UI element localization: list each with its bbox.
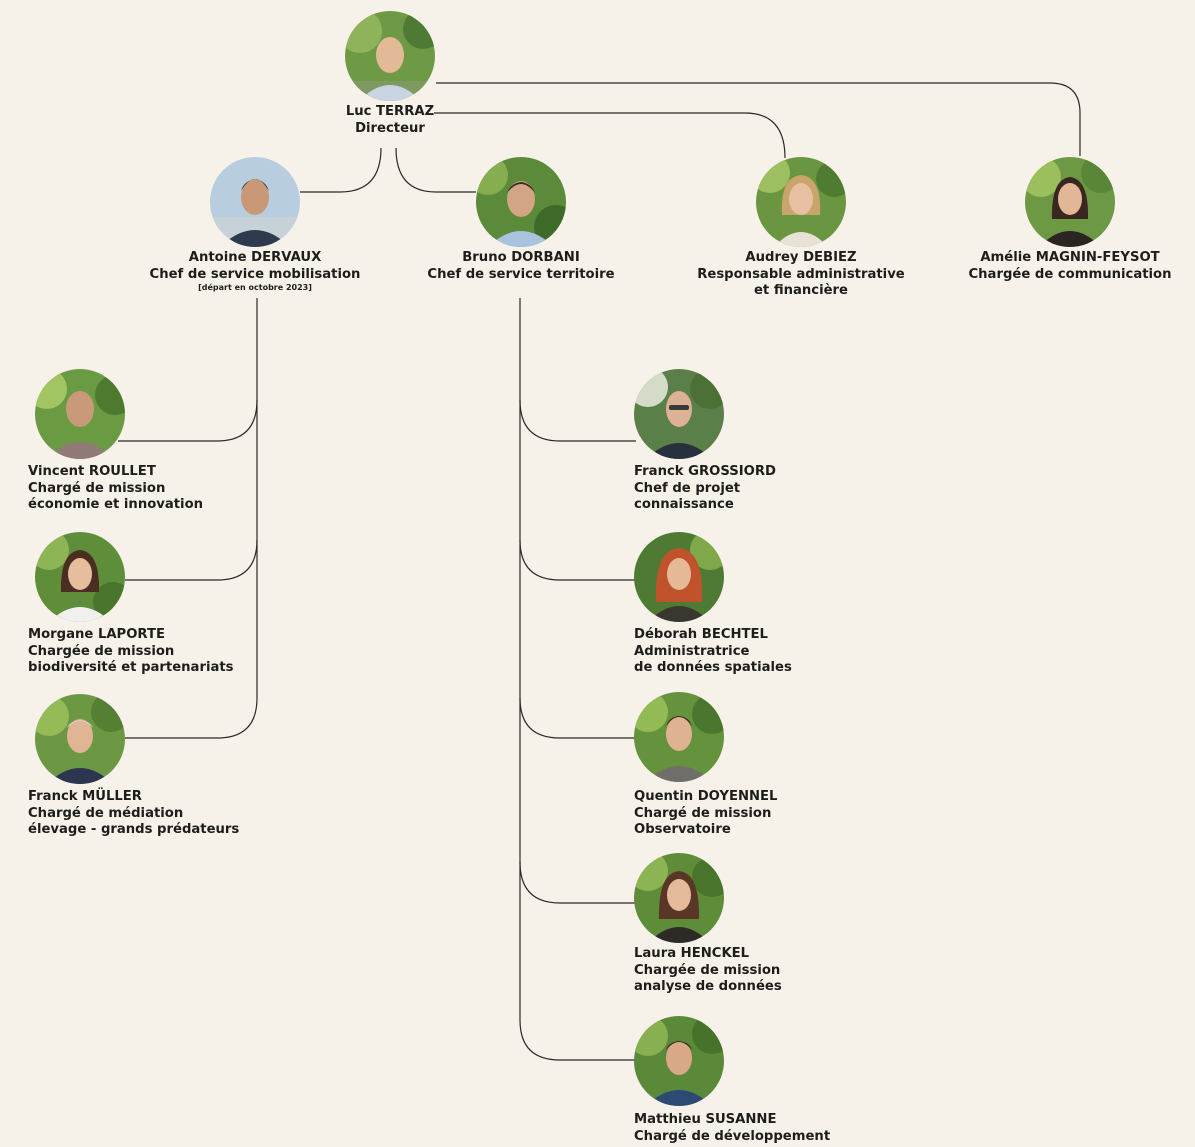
person-role-line2: connaissance xyxy=(634,497,734,512)
person-role-line2: élevage - grands prédateurs xyxy=(28,822,240,837)
person-role-line1: Chargée de mission xyxy=(28,643,175,659)
person-name: Matthieu SUSANNE xyxy=(634,1112,777,1127)
connector-dervaux-roullet xyxy=(118,399,258,442)
person-role: Chargée de communication xyxy=(968,266,1172,282)
connector-director-magnin xyxy=(436,82,1081,156)
person-role-line1: Chargé de développement xyxy=(634,1128,831,1144)
person-name: Bruno DORBANI xyxy=(462,250,580,265)
avatar xyxy=(634,853,724,943)
connector-director-dorbani xyxy=(395,147,476,193)
person-role-line2: biodiversité et partenariats xyxy=(28,660,234,675)
connector-director-debiez xyxy=(434,112,786,159)
person-name: Quentin DOYENNEL xyxy=(634,789,778,804)
person-info: Franck MÜLLER Chargé de médiation élevag… xyxy=(28,789,258,839)
connector-dorbani-grossiord xyxy=(519,399,636,442)
connector-dorbani-trunk xyxy=(519,298,636,1061)
person-name: Vincent ROULLET xyxy=(28,464,156,479)
person-role-line1: Chef de projet xyxy=(634,480,741,496)
person-info: Matthieu SUSANNE Chargé de développement xyxy=(634,1112,854,1145)
person-info: Laura HENCKEL Chargée de mission analyse… xyxy=(634,946,854,996)
person-card-grossiord: Franck GROSSIORD Chef de projet connaiss… xyxy=(634,369,776,512)
avatar xyxy=(35,532,125,622)
connector-dervaux-trunk xyxy=(125,298,258,739)
person-info: Luc TERRAZ Directeur xyxy=(300,104,480,137)
person-info: Quentin DOYENNEL Chargé de mission Obser… xyxy=(634,789,854,839)
person-note: [départ en octobre 2023] xyxy=(198,283,312,292)
avatar xyxy=(1025,157,1115,247)
person-card-roullet: Vincent ROULLET Chargé de mission économ… xyxy=(28,369,203,512)
person-name: Laura HENCKEL xyxy=(634,946,750,961)
person-role: Chef de service territoire xyxy=(427,266,615,282)
avatar xyxy=(634,1016,724,1106)
person-role-line1: Chargée de mission xyxy=(634,962,781,978)
person-name: Franck GROSSIORD xyxy=(634,464,776,479)
person-role-line2: de données spatiales xyxy=(634,660,792,675)
person-card-susanne: Matthieu SUSANNE Chargé de développement xyxy=(634,1016,830,1144)
person-card-dervaux: Antoine DERVAUX Chef de service mobilisa… xyxy=(150,157,360,292)
person-info: Déborah BECHTEL Administratrice de donné… xyxy=(634,627,854,677)
avatar xyxy=(634,692,724,782)
avatar xyxy=(756,157,846,247)
person-role-line2: et financière xyxy=(753,283,849,298)
person-info: Bruno DORBANI Chef de service territoire xyxy=(406,250,636,283)
person-info: Franck GROSSIORD Chef de projet connaiss… xyxy=(634,464,854,514)
avatar xyxy=(634,532,724,622)
person-role: Directeur xyxy=(355,120,425,136)
person-info: Audrey DEBIEZ Responsable administrative… xyxy=(681,250,921,300)
avatar xyxy=(634,369,724,459)
person-card-muller: Franck MÜLLER Chargé de médiation élevag… xyxy=(28,694,239,837)
person-info: Vincent ROULLET Chargé de mission économ… xyxy=(28,464,248,514)
avatar xyxy=(345,11,435,101)
person-card-doyennel: Quentin DOYENNEL Chargé de mission Obser… xyxy=(634,692,777,837)
person-card-bechtel: Déborah BECHTEL Administratrice de donné… xyxy=(634,532,792,675)
person-role-line1: Chargé de mission xyxy=(634,805,772,821)
person-card-terraz: Luc TERRAZ Directeur xyxy=(345,11,435,136)
person-name: Déborah BECHTEL xyxy=(634,627,768,642)
person-name: Franck MÜLLER xyxy=(28,789,142,804)
person-role-line2: analyse de données xyxy=(634,979,782,994)
avatar xyxy=(35,369,125,459)
avatar xyxy=(35,694,125,784)
person-card-magnin: Amélie MAGNIN-FEYSOT Chargée de communic… xyxy=(968,157,1172,282)
person-role-line1: Chargé de médiation xyxy=(28,805,184,821)
person-name: Audrey DEBIEZ xyxy=(745,250,857,265)
avatar xyxy=(476,157,566,247)
person-card-henckel: Laura HENCKEL Chargée de mission analyse… xyxy=(634,853,782,994)
person-info: Morgane LAPORTE Chargée de mission biodi… xyxy=(28,627,258,677)
person-role-line2: Observatoire xyxy=(634,822,731,837)
connector-director-dervaux xyxy=(300,147,382,193)
person-name: Amélie MAGNIN-FEYSOT xyxy=(980,250,1160,265)
person-info: Amélie MAGNIN-FEYSOT Chargée de communic… xyxy=(965,250,1175,283)
person-role-line2: économie et innovation xyxy=(28,497,204,512)
person-role-line1: Administratrice xyxy=(634,643,750,659)
person-card-laporte: Morgane LAPORTE Chargée de mission biodi… xyxy=(28,532,234,675)
connector-dervaux-laporte xyxy=(125,539,258,581)
connector-dorbani-doyennel xyxy=(519,697,636,739)
person-role-line1: Responsable administrative xyxy=(697,266,905,282)
connector-dorbani-bechtel xyxy=(519,539,636,581)
person-name: Morgane LAPORTE xyxy=(28,627,166,642)
person-card-debiez: Audrey DEBIEZ Responsable administrative… xyxy=(697,157,905,298)
person-role-line1: Chargé de mission xyxy=(28,480,166,496)
person-name: Luc TERRAZ xyxy=(345,104,435,119)
avatar xyxy=(210,157,300,247)
person-info: Antoine DERVAUX Chef de service mobilisa… xyxy=(135,250,375,293)
connector-dorbani-henckel xyxy=(519,861,636,904)
person-card-dorbani: Bruno DORBANI Chef de service territoire xyxy=(427,157,615,282)
person-name: Antoine DERVAUX xyxy=(188,250,322,265)
person-role: Chef de service mobilisation xyxy=(149,266,361,282)
